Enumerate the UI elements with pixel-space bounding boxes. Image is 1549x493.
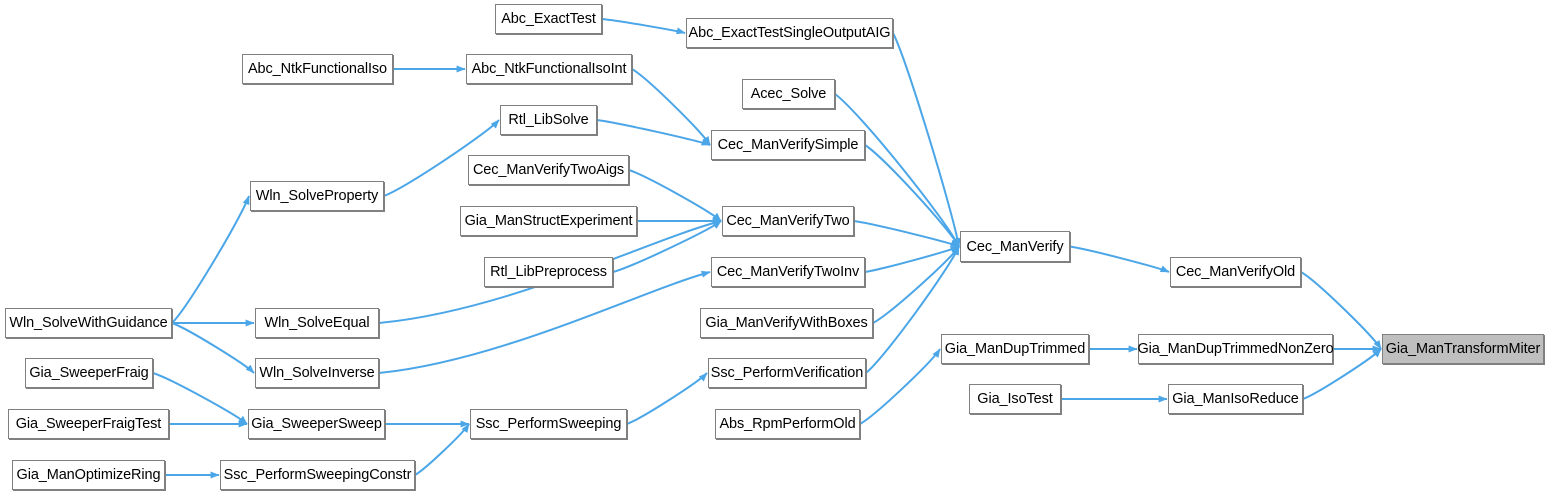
edge-wln_solvewithguidance-to-wln_solveinverse [171, 322, 255, 374]
graph-node-gia_isotest[interactable]: Gia_IsoTest [969, 384, 1061, 414]
edge-ssc_performsweepingconstr-to-ssc_performsweeping [414, 423, 470, 476]
edge-cec_manverifysimple-to-cec_manverify [864, 144, 960, 248]
graph-node-ssc_performsweeping[interactable]: Ssc_PerformSweeping [470, 409, 627, 439]
edge-cec_manverify-to-cec_manverifyold [1069, 245, 1170, 273]
graph-node-gia_manoptimizering[interactable]: Gia_ManOptimizeRing [12, 460, 165, 490]
edge-abc_exacttestsingleoutputaig-to-cec_manverify [892, 32, 961, 248]
edge-ssc_performsweeping-to-ssc_performverification [626, 372, 708, 425]
graph-node-gia_sweepersweep[interactable]: Gia_SweeperSweep [248, 409, 385, 439]
edge-abc_exacttest-to-abc_exacttestsingleoutputaig [601, 18, 686, 35]
graph-node-gia_sweeperfraigtest[interactable]: Gia_SweeperFraigTest [8, 409, 169, 439]
graph-node-acec_solve[interactable]: Acec_Solve [742, 79, 835, 109]
graph-node-gia_mantransformmiter[interactable]: Gia_ManTransformMiter [1382, 334, 1544, 364]
graph-node-rtl_libsolve[interactable]: Rtl_LibSolve [500, 105, 597, 135]
graph-node-wln_solveproperty[interactable]: Wln_SolveProperty [250, 181, 384, 211]
edge-cec_manverifytwoinv-to-cec_manverify [864, 245, 960, 273]
graph-node-abc_exacttest[interactable]: Abc_ExactTest [495, 4, 602, 34]
graph-node-gia_manverifywithboxes[interactable]: Gia_ManVerifyWithBoxes [700, 308, 873, 338]
graph-node-gia_manisoreduce[interactable]: Gia_ManIsoReduce [1168, 384, 1303, 414]
graph-node-cec_manverifysimple[interactable]: Cec_ManVerifySimple [711, 130, 865, 160]
graph-node-abc_ntkfunctionalisoint[interactable]: Abc_NtkFunctionalIsoInt [466, 54, 632, 84]
edge-abc_ntkfunctionalisoint-to-cec_manverifysimple [631, 68, 711, 146]
graph-node-wln_solveequal[interactable]: Wln_SolveEqual [255, 308, 379, 338]
graph-node-gia_manduptrimmednonzero[interactable]: Gia_ManDupTrimmedNonZero [1137, 334, 1334, 364]
edge-ssc_performverification-to-cec_manverify [865, 245, 960, 374]
edge-abs_rpmperformold-to-gia_manduptrimmed [859, 348, 941, 425]
graph-node-cec_manverifytwoaigs[interactable]: Cec_ManVerifyTwoAigs [468, 155, 629, 185]
edge-gia_manisoreduce-to-gia_mantransformmiter [1302, 348, 1382, 400]
edge-wln_solvewithguidance-to-wln_solveproperty [171, 195, 250, 324]
edge-rtl_libsolve-to-cec_manverifysimple [596, 119, 711, 146]
edge-gia_sweeperfraig-to-gia_sweepersweep [152, 372, 248, 425]
edge-cec_manverifytwo-to-cec_manverify [853, 220, 960, 248]
edge-wln_solveproperty-to-rtl_libsolve [383, 119, 500, 197]
graph-node-cec_manverify[interactable]: Cec_ManVerify [960, 231, 1070, 262]
graph-node-ssc_performverification[interactable]: Ssc_PerformVerification [708, 358, 866, 388]
edge-wln_solveinverse-to-cec_manverifytwoinv [378, 270, 711, 374]
graph-node-cec_manverifytwoinv[interactable]: Cec_ManVerifyTwoInv [711, 257, 865, 287]
graph-node-ssc_performsweepingconstr[interactable]: Ssc_PerformSweepingConstr [220, 460, 415, 490]
graph-node-cec_manverifyold[interactable]: Cec_ManVerifyOld [1170, 257, 1301, 287]
edge-cec_manverifytwoaigs-to-cec_manverifytwo [628, 169, 722, 222]
graph-node-gia_manstructexperiment[interactable]: Gia_ManStructExperiment [460, 206, 637, 236]
graph-node-abc_exacttestsingleoutputaig[interactable]: Abc_ExactTestSingleOutputAIG [686, 18, 893, 48]
graph-node-abs_rpmperformold[interactable]: Abs_RpmPerformOld [715, 409, 860, 439]
graph-node-wln_solvewithguidance[interactable]: Wln_SolveWithGuidance [5, 308, 172, 338]
graph-node-wln_solveinverse[interactable]: Wln_SolveInverse [255, 358, 379, 388]
graph-node-abc_ntkfunctionaliso[interactable]: Abc_NtkFunctionalIso [242, 54, 393, 84]
edge-acec_solve-to-cec_manverify [834, 93, 960, 248]
edge-cec_manverifyold-to-gia_mantransformmiter [1300, 271, 1382, 350]
graph-node-rtl_libpreprocess[interactable]: Rtl_LibPreprocess [484, 257, 613, 287]
graph-node-cec_manverifytwo[interactable]: Cec_ManVerifyTwo [722, 206, 854, 236]
graph-node-gia_sweeperfraig[interactable]: Gia_SweeperFraig [25, 358, 153, 388]
graph-node-gia_manduptrimmed[interactable]: Gia_ManDupTrimmed [941, 334, 1089, 364]
